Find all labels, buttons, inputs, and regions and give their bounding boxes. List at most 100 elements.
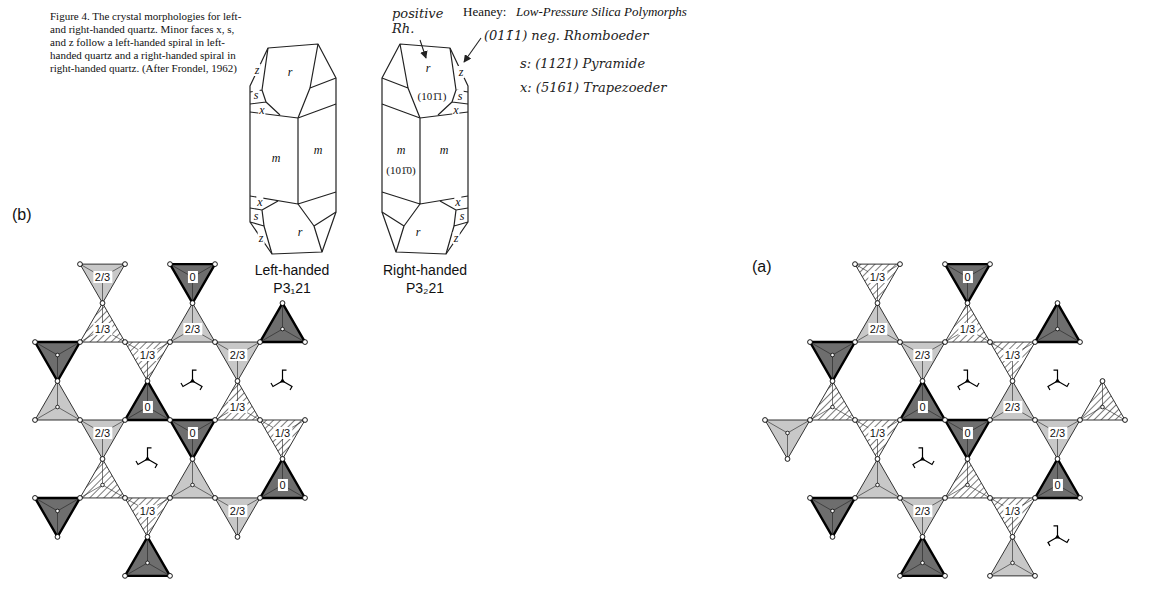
tetrahedron-face (945, 303, 990, 342)
tetrahedron (260, 420, 305, 459)
height-label: 0 (187, 271, 197, 283)
height-label: 0 (142, 401, 152, 413)
tetrahedron (855, 303, 900, 342)
silicon-atom (56, 405, 60, 409)
tetrahedron-edge (855, 459, 900, 498)
tetrahedron (765, 420, 810, 459)
oxygen-atom (853, 340, 858, 345)
tetrahedron-face (855, 303, 900, 342)
face-letter: s (459, 210, 466, 222)
tetrahedron-edge (900, 498, 945, 537)
tetrahedron (990, 381, 1035, 420)
tetrahedron-face (900, 537, 945, 576)
tetrahedron-edge (1035, 303, 1080, 342)
tetrahedron-edge (855, 264, 900, 303)
silicon-atom (1101, 405, 1105, 409)
oxygen-atom (213, 262, 218, 267)
screw-axis-arms (181, 370, 202, 390)
face-letter: x (454, 196, 461, 208)
tetrahedron (945, 264, 990, 303)
oxygen-atom (965, 457, 970, 462)
tetrahedron-edge (215, 381, 260, 420)
height-label: 2/3 (228, 505, 247, 517)
height-label: 0 (962, 427, 972, 439)
oxygen-atom (168, 340, 173, 345)
oxygen-atom (303, 340, 308, 345)
oxygen-atom (898, 340, 903, 345)
tetrahedron (170, 420, 215, 459)
tetrahedron-face (170, 459, 215, 498)
tetrahedron-edge (80, 459, 125, 498)
tetrahedron-face (170, 264, 215, 303)
height-label: 1/3 (138, 349, 157, 361)
tetrahedron (945, 459, 990, 498)
tetrahedron (1035, 303, 1080, 342)
miller-index: (101̄0) (385, 165, 416, 176)
tetrahedron-face (900, 342, 945, 381)
tetrahedron-edge (260, 420, 305, 459)
tetrahedron (1035, 459, 1080, 498)
tetrahedron (990, 537, 1035, 576)
face-letter: x (258, 104, 265, 116)
tetrahedron (215, 498, 260, 537)
tetrahedron (125, 498, 170, 537)
oxygen-atom (808, 340, 813, 345)
screw-axis-center (920, 456, 925, 461)
crystal-outline (382, 44, 468, 254)
tetrahedron-edge (810, 498, 855, 537)
oxygen-atom (33, 418, 38, 423)
tetrahedron-face (855, 264, 900, 303)
oxygen-atom (1100, 379, 1105, 384)
screw-axis-center (965, 378, 970, 383)
tetrahedron-edge (1035, 459, 1080, 498)
screw-axis-arms (1048, 526, 1069, 546)
handwritten-note: positive Rh. (392, 6, 456, 36)
tetrahedron-edge (945, 420, 990, 459)
face-letter: z (458, 66, 465, 78)
silicon-atom (966, 483, 970, 487)
oxygen-atom (988, 418, 993, 423)
crystal-edge (250, 104, 336, 204)
tetrahedron (900, 342, 945, 381)
tetrahedron-edge (80, 420, 125, 459)
tetrahedron (215, 342, 260, 381)
screw-axis-symbol (136, 448, 157, 468)
tetrahedron-edge (170, 459, 215, 498)
tetrahedron-face (900, 381, 945, 420)
oxygen-atom (258, 496, 263, 501)
tetrahedron-face (80, 459, 125, 498)
oxygen-atom (55, 535, 60, 540)
crystal-edge (382, 104, 468, 204)
tetrahedron (170, 303, 215, 342)
tetrahedron-edge (1080, 381, 1125, 420)
panel-letter: (a) (752, 258, 772, 276)
oxygen-atom (1010, 535, 1015, 540)
screw-axis-symbol (271, 370, 292, 390)
tetrahedron-face (80, 420, 125, 459)
miller-index: (101̄1) (417, 91, 448, 102)
silicon-atom (876, 483, 880, 487)
tetrahedron-edge (765, 420, 810, 459)
handwritten-note: (011̄1) neg. Rhomboeder (484, 28, 648, 43)
tetrahedron-edge (945, 264, 990, 303)
tetrahedron-edge (900, 342, 945, 381)
tetrahedron-face (1035, 459, 1080, 498)
screw-axis-center (190, 378, 195, 383)
oxygen-atom (303, 496, 308, 501)
tetrahedron-face (1080, 381, 1125, 420)
tetrahedron (855, 459, 900, 498)
tetrahedron (900, 498, 945, 537)
tetrahedron-edge (260, 303, 305, 342)
tetrahedron (125, 381, 170, 420)
face-letter: m (313, 144, 324, 156)
tetrahedron (80, 264, 125, 303)
tetrahedron-edge (900, 537, 945, 576)
tetrahedron-edge (855, 420, 900, 459)
oxygen-atom (78, 496, 83, 501)
oxygen-atom (988, 340, 993, 345)
annotation-arrow (464, 38, 481, 62)
tetrahedron-face (35, 498, 80, 537)
tetrahedron-face (810, 381, 855, 420)
tetrahedra-panel (33, 262, 308, 579)
